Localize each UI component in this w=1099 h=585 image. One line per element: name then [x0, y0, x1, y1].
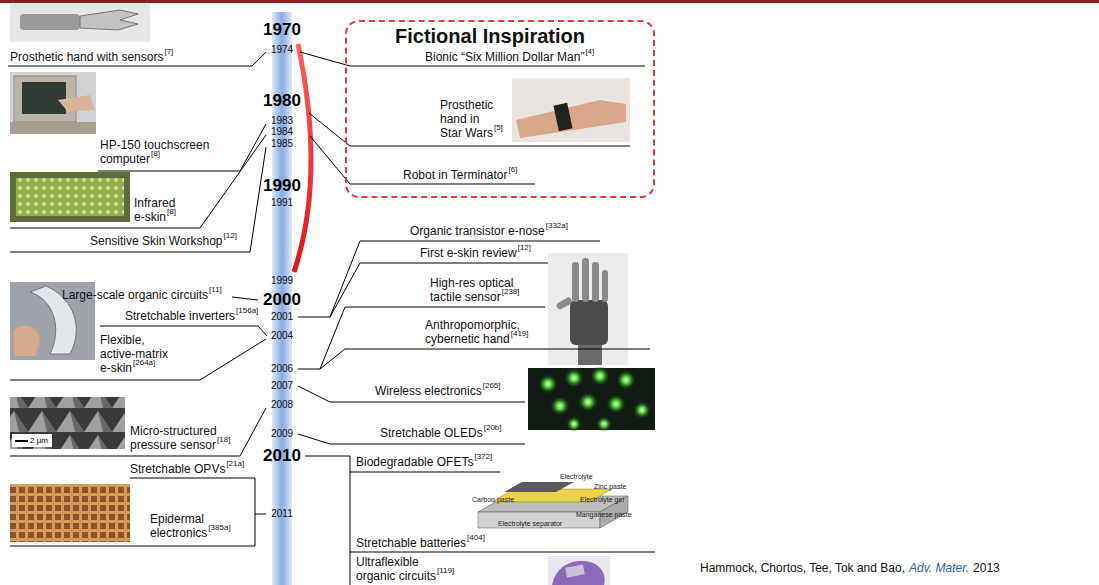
inspiration-box: Fictional InspirationBionic “Six Million…	[345, 20, 655, 198]
cybernetic-hand-photo	[548, 253, 628, 365]
box-heading: Fictional Inspiration	[395, 24, 585, 48]
citation-text: 2013	[973, 561, 1000, 575]
year-label: 2011	[257, 508, 307, 520]
battery-part-label: Electrolyte gel	[580, 496, 624, 504]
reference-number: [21a]	[226, 459, 244, 469]
reference-number: [372]	[474, 452, 492, 462]
milestone-label: Biodegradable OFETs	[356, 455, 473, 469]
reference-number: [4]	[585, 47, 594, 57]
reference-number: [5]	[494, 123, 503, 133]
reference-number: [20b]	[484, 423, 502, 433]
year-label: 1985	[257, 138, 307, 150]
milestone-label: Wireless electronics	[375, 384, 482, 398]
year-label: 1970	[257, 20, 307, 40]
scale-bar-label: 2 µm	[30, 436, 48, 446]
hp150-photo	[10, 72, 96, 134]
year-label: 2000	[257, 290, 307, 310]
reference-number: [8]	[151, 149, 160, 159]
battery-part-label: Electrolyte	[560, 473, 593, 481]
year-label: 2006	[257, 363, 307, 375]
milestone-label: Robot in Terminator	[403, 168, 508, 182]
milestone-label: Large-scale organic circuits	[62, 288, 208, 302]
reference-number: [419]	[511, 329, 529, 339]
reference-number: [156a]	[236, 306, 258, 316]
micro-pyramid-photo	[10, 397, 125, 449]
year-label: 1974	[257, 44, 307, 56]
battery-part-label: Electrolyte separator	[498, 520, 562, 528]
reference-number: [238]	[502, 287, 520, 297]
year-label: 2008	[257, 399, 307, 411]
reference-number: [6]	[509, 165, 518, 175]
stretchable-battery-figure	[478, 482, 628, 528]
year-label: 1999	[257, 275, 307, 287]
ultraflexible-circuit-photo	[548, 556, 610, 585]
year-label: 2001	[257, 311, 307, 323]
year-label: 1990	[257, 176, 307, 196]
citation-text: Hammock, Chortos, Tee, Tok and Bao,	[700, 561, 905, 575]
infrared-eskin-photo	[10, 172, 130, 222]
milestone-label: Stretchable OPVs	[130, 462, 225, 476]
reference-number: [404]	[467, 533, 485, 543]
reference-number: [332a]	[546, 221, 568, 231]
milestone-label: Sensitive Skin Workshop	[90, 234, 223, 248]
reference-number: [11]	[209, 285, 222, 295]
milestone-label: Organic transistor e-nose	[410, 224, 545, 238]
reference-number: [385a]	[208, 523, 230, 533]
milestone-label: HP-150 touchscreen computer	[100, 138, 225, 166]
prosthetic-hand-photo	[10, 4, 150, 42]
milestone-label: Bionic “Six Million Dollar Man”	[425, 50, 584, 64]
year-label: 1991	[257, 197, 307, 209]
milestone-label: Stretchable batteries	[356, 536, 466, 550]
reference-number: [8]	[167, 207, 176, 217]
milestone-label: First e-skin review	[420, 246, 517, 260]
milestone-label: Flexible, active-matrix e-skin	[100, 333, 180, 375]
reference-number: [12]	[224, 231, 237, 241]
milestone-label: Stretchable OLEDs	[380, 426, 483, 440]
reference-number: [7]	[164, 47, 173, 57]
reference-number: [12]	[518, 243, 531, 253]
milestone-label: Stretchable inverters	[125, 309, 235, 323]
leader-lines	[8, 52, 655, 585]
battery-part-label: Zinc paste	[594, 483, 626, 491]
reference-number: [119]	[437, 566, 454, 576]
milestone-label: Infrared e-skin	[134, 196, 186, 224]
milestone-label: Micro-structured pressure sensor	[130, 424, 230, 452]
milestone-label: Prosthetic hand with sensors	[10, 50, 163, 64]
fiction-curve	[294, 44, 311, 272]
year-label: 1980	[257, 91, 307, 111]
year-label: 2007	[257, 380, 307, 392]
reference-number: [18]	[217, 435, 230, 445]
battery-part-label: Manganese paste	[576, 511, 632, 519]
year-label: 2004	[257, 330, 307, 342]
year-label: 2010	[257, 446, 307, 466]
milestone-label: Prosthetic hand in Star Wars	[440, 98, 502, 140]
top-rule	[0, 0, 1099, 3]
wireless-led-photo	[528, 366, 655, 432]
reference-number: [265]	[483, 381, 501, 391]
stretchable-opv-photo	[10, 484, 130, 542]
star-wars-hand-photo	[512, 78, 630, 142]
year-label: 1984	[257, 126, 307, 138]
year-label: 2009	[257, 428, 307, 440]
battery-part-label: Carbon paste	[472, 496, 514, 504]
year-label: 1983	[257, 115, 307, 127]
citation-text: Adv. Mater.	[909, 561, 969, 575]
reference-number: [264a]	[133, 358, 155, 368]
